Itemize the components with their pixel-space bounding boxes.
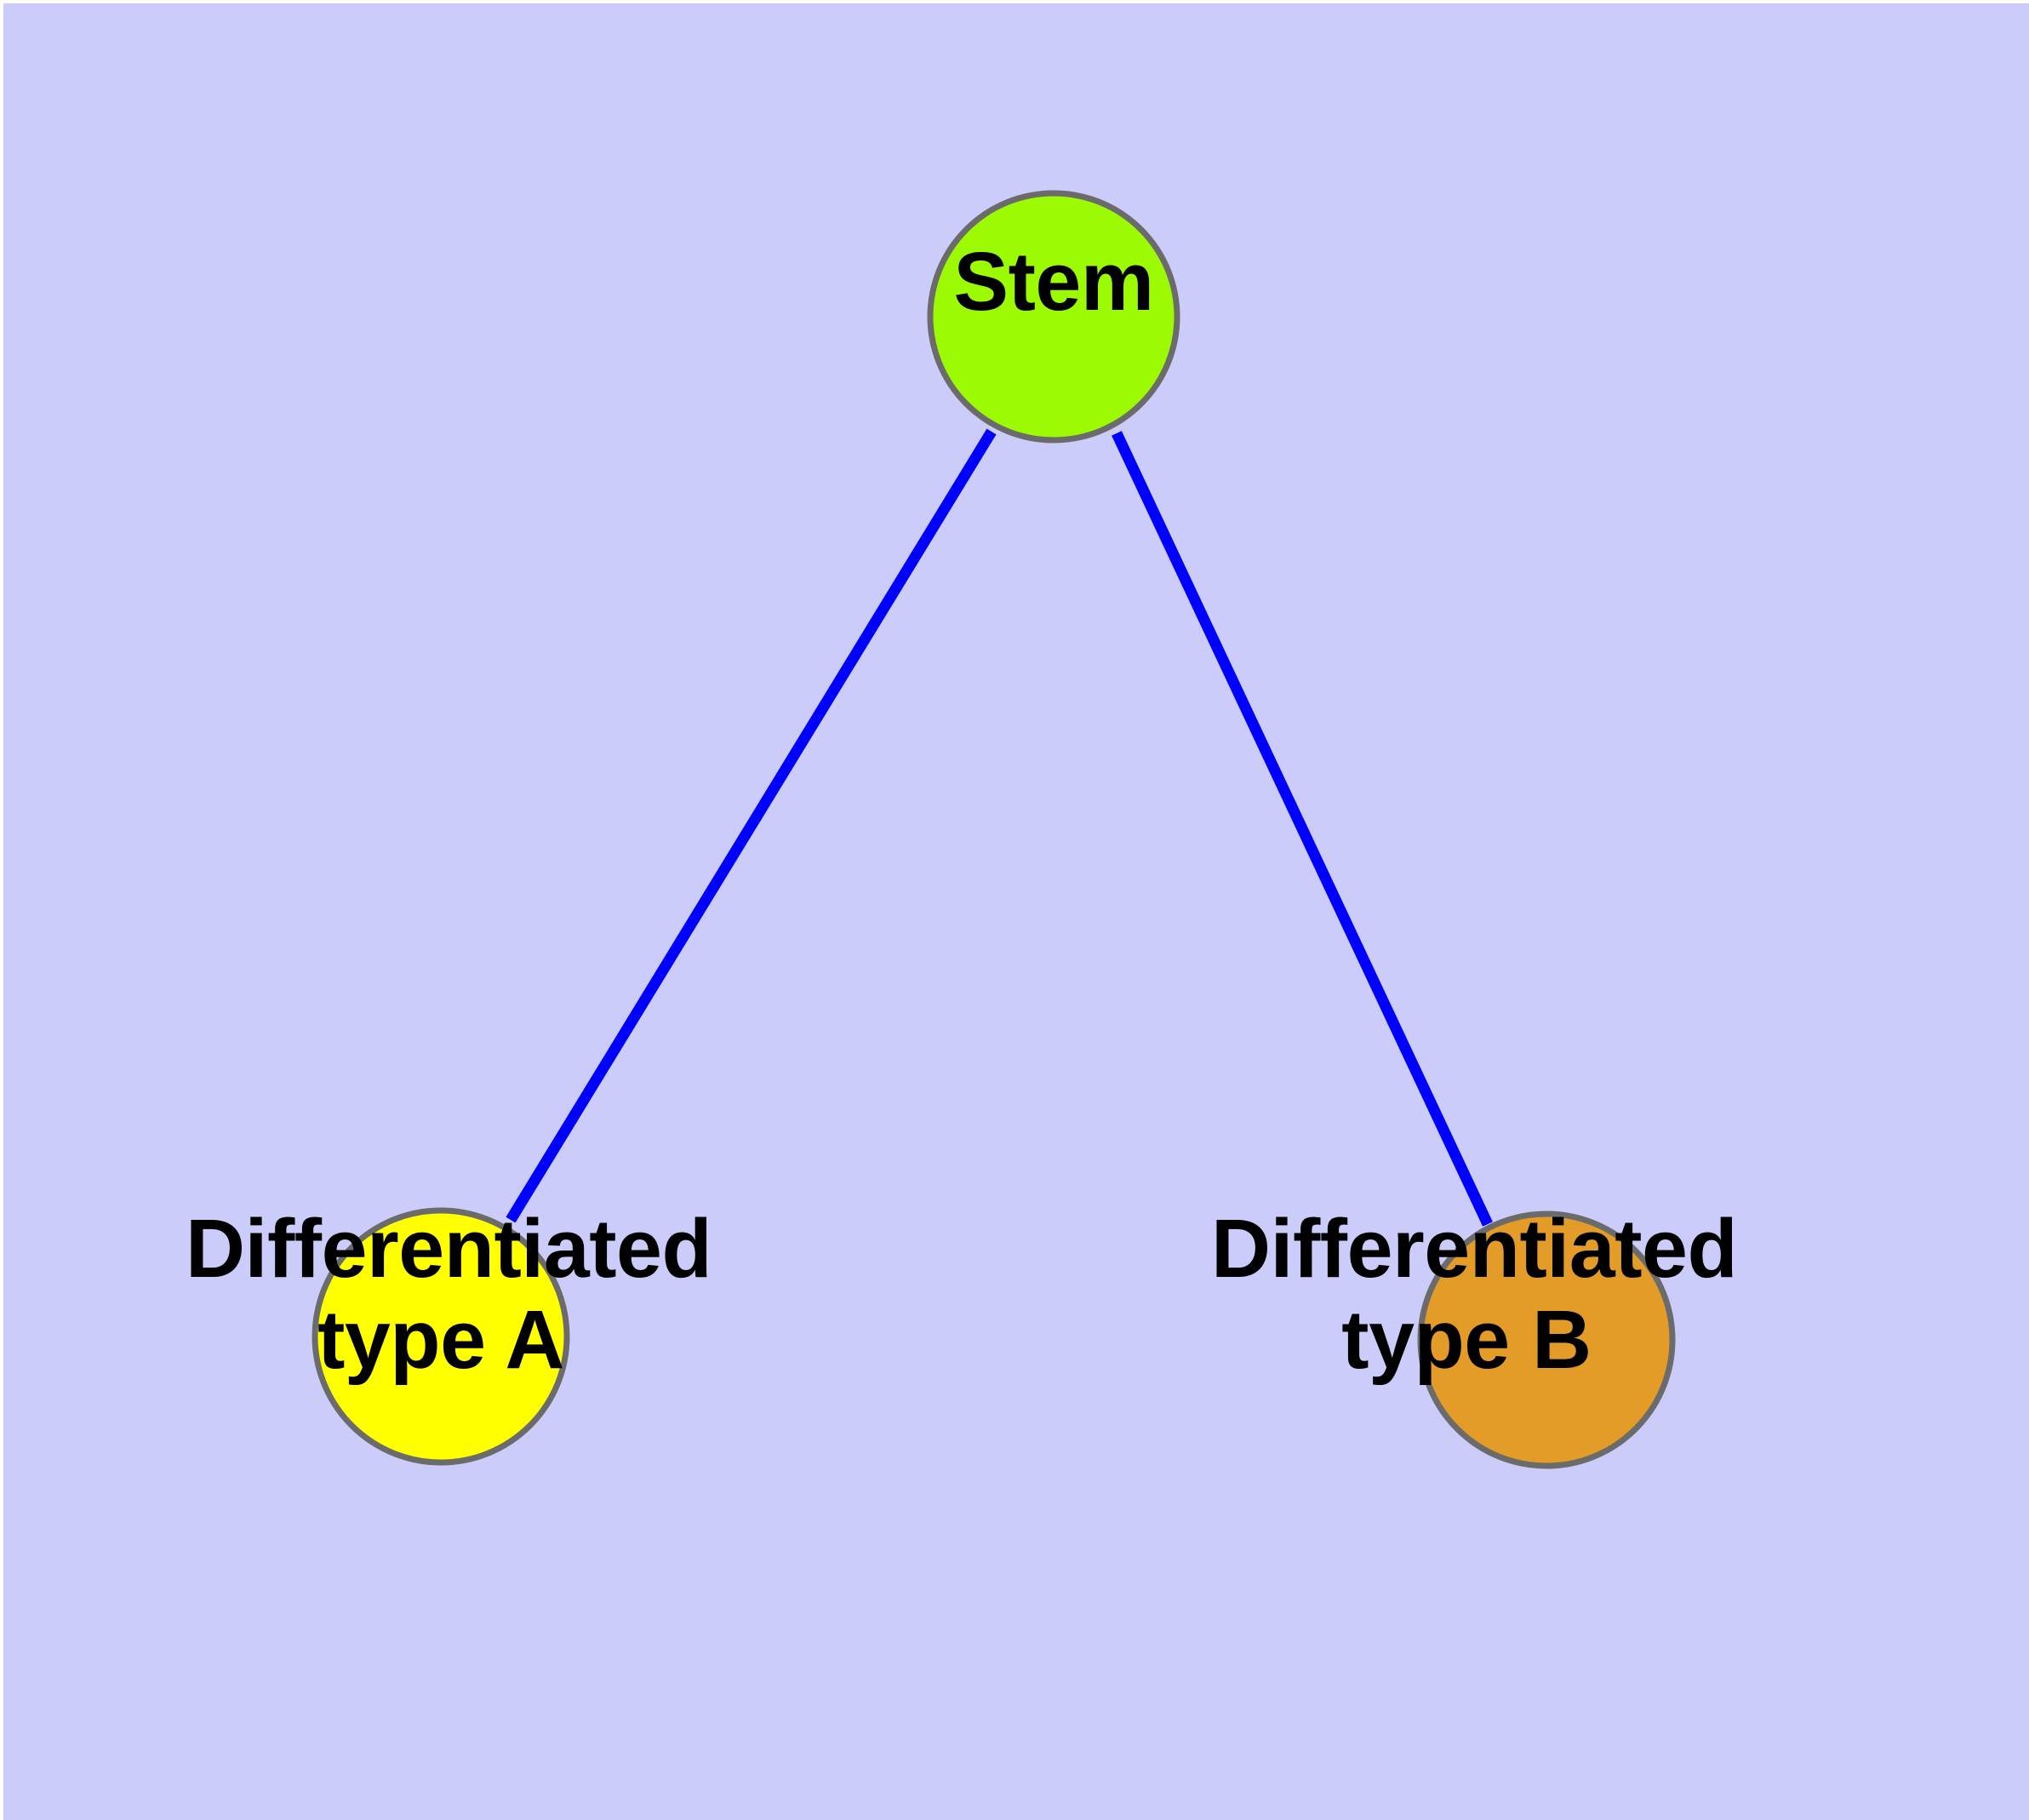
node-differentiated-type-b[interactable] bbox=[1417, 1210, 1676, 1469]
edge-stem-to-differentiated-type-a bbox=[506, 428, 997, 1223]
node-stem[interactable] bbox=[927, 190, 1180, 444]
edge-stem-to-differentiated-type-b bbox=[1112, 431, 1493, 1227]
node-differentiated-type-a[interactable] bbox=[311, 1207, 570, 1466]
